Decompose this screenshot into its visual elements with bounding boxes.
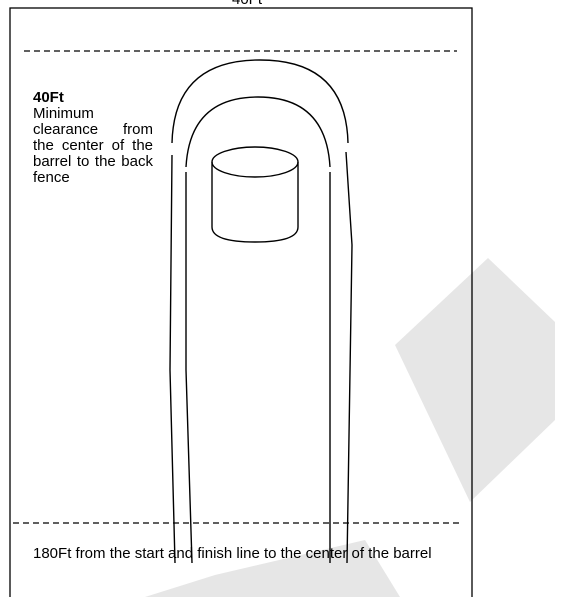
barrel-bottom — [211, 226, 299, 243]
barrel-top — [211, 146, 299, 178]
start-finish-distance-label: 180Ft from the start and finish line to … — [33, 545, 432, 562]
outer-right-line — [345, 151, 353, 564]
watermark-shape-lower — [145, 540, 400, 597]
outer-path-curve — [171, 59, 349, 144]
clearance-distance: 40Ft — [33, 89, 64, 106]
outer-left-line — [169, 154, 176, 564]
arena-border — [9, 7, 473, 597]
watermark-shape-upper — [395, 258, 555, 502]
watermark — [145, 258, 555, 597]
inner-left-line — [185, 172, 193, 564]
clearance-note: 40Ft Minimum clearance from the center o… — [33, 90, 153, 186]
barrel — [211, 146, 299, 243]
inner-path-curve — [185, 96, 331, 168]
clearance-text: Minimum clearance from the center of the… — [33, 105, 153, 186]
top-label: 40Ft — [232, 0, 262, 8]
